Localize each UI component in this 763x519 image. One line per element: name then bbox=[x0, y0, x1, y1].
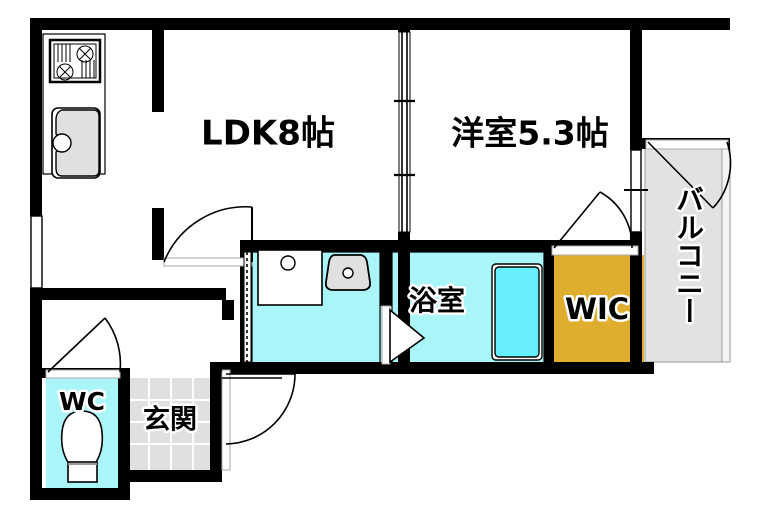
room-labels: LDK8帖 洋室5.3帖 浴室 WIC WC 玄関 バルコニー bbox=[57, 111, 708, 438]
wall-genkan-bottom bbox=[118, 470, 222, 482]
label-ldk: LDK8帖 bbox=[201, 114, 335, 154]
vanity-sink-icon bbox=[324, 254, 372, 291]
wall-bathroom-left-lower bbox=[380, 298, 392, 306]
wall-hall-top bbox=[30, 288, 226, 300]
label-balcony: バルコニー bbox=[672, 185, 705, 325]
toilet-icon bbox=[60, 410, 104, 483]
washing-machine-pan-icon bbox=[257, 249, 323, 306]
folding-door-bathroom-icon bbox=[381, 305, 426, 365]
label-wc: WC bbox=[59, 387, 105, 416]
wall-wic-right bbox=[632, 252, 642, 364]
wall-corridor-right bbox=[222, 300, 234, 320]
wall-wc-right bbox=[118, 368, 130, 488]
bathroom-outline bbox=[391, 251, 545, 364]
wall-ldk-bedroom-top bbox=[398, 18, 410, 32]
label-genkan: 玄関 bbox=[143, 404, 197, 436]
fixtures bbox=[48, 38, 543, 483]
wall-exterior-right-top bbox=[630, 18, 642, 150]
wall-exterior-bottom-left bbox=[30, 488, 130, 500]
sliding-door-ldk-bedroom-icon bbox=[394, 31, 415, 233]
wall-exterior-top bbox=[30, 18, 730, 30]
hinged-door-wic-icon bbox=[551, 191, 639, 256]
bathtub-icon bbox=[491, 263, 543, 361]
walls bbox=[30, 18, 730, 500]
genkan-tile-grid bbox=[127, 378, 215, 470]
wall-kitchen-stub bbox=[152, 30, 164, 112]
floor-fills bbox=[37, 26, 731, 488]
bedroom-floor bbox=[403, 26, 643, 248]
openings bbox=[30, 31, 732, 471]
gas-cooktop-icon bbox=[48, 38, 102, 84]
hinged-door-wc-icon bbox=[45, 317, 122, 379]
wall-bathroom-left bbox=[380, 240, 392, 298]
wall-genkan-right bbox=[210, 362, 222, 482]
wall-washroom-top bbox=[240, 240, 638, 252]
window-left-icon bbox=[30, 215, 43, 289]
label-bathroom: 浴室 bbox=[409, 284, 465, 317]
entry-door-icon bbox=[214, 364, 282, 379]
wall-exterior-left-upper bbox=[30, 18, 42, 216]
wall-bottom-wet-rooms bbox=[222, 362, 654, 374]
hinged-door-balcony-icon bbox=[645, 139, 732, 209]
kitchen-sink-icon bbox=[51, 107, 101, 179]
hinged-door-ldk-hall-icon bbox=[163, 205, 253, 267]
louvre-door-washroom-icon bbox=[243, 251, 252, 363]
wall-wic-left bbox=[544, 252, 554, 364]
hinged-door-corridor-icon bbox=[221, 369, 296, 471]
wall-ldk-door-stub bbox=[152, 208, 164, 260]
label-wic: WIC bbox=[565, 292, 629, 326]
wic-floor bbox=[552, 255, 644, 363]
wall-exterior-left-lower bbox=[30, 288, 42, 500]
label-bedroom: 洋室5.3帖 bbox=[451, 114, 608, 153]
window-bedroom-right-icon bbox=[624, 149, 648, 233]
